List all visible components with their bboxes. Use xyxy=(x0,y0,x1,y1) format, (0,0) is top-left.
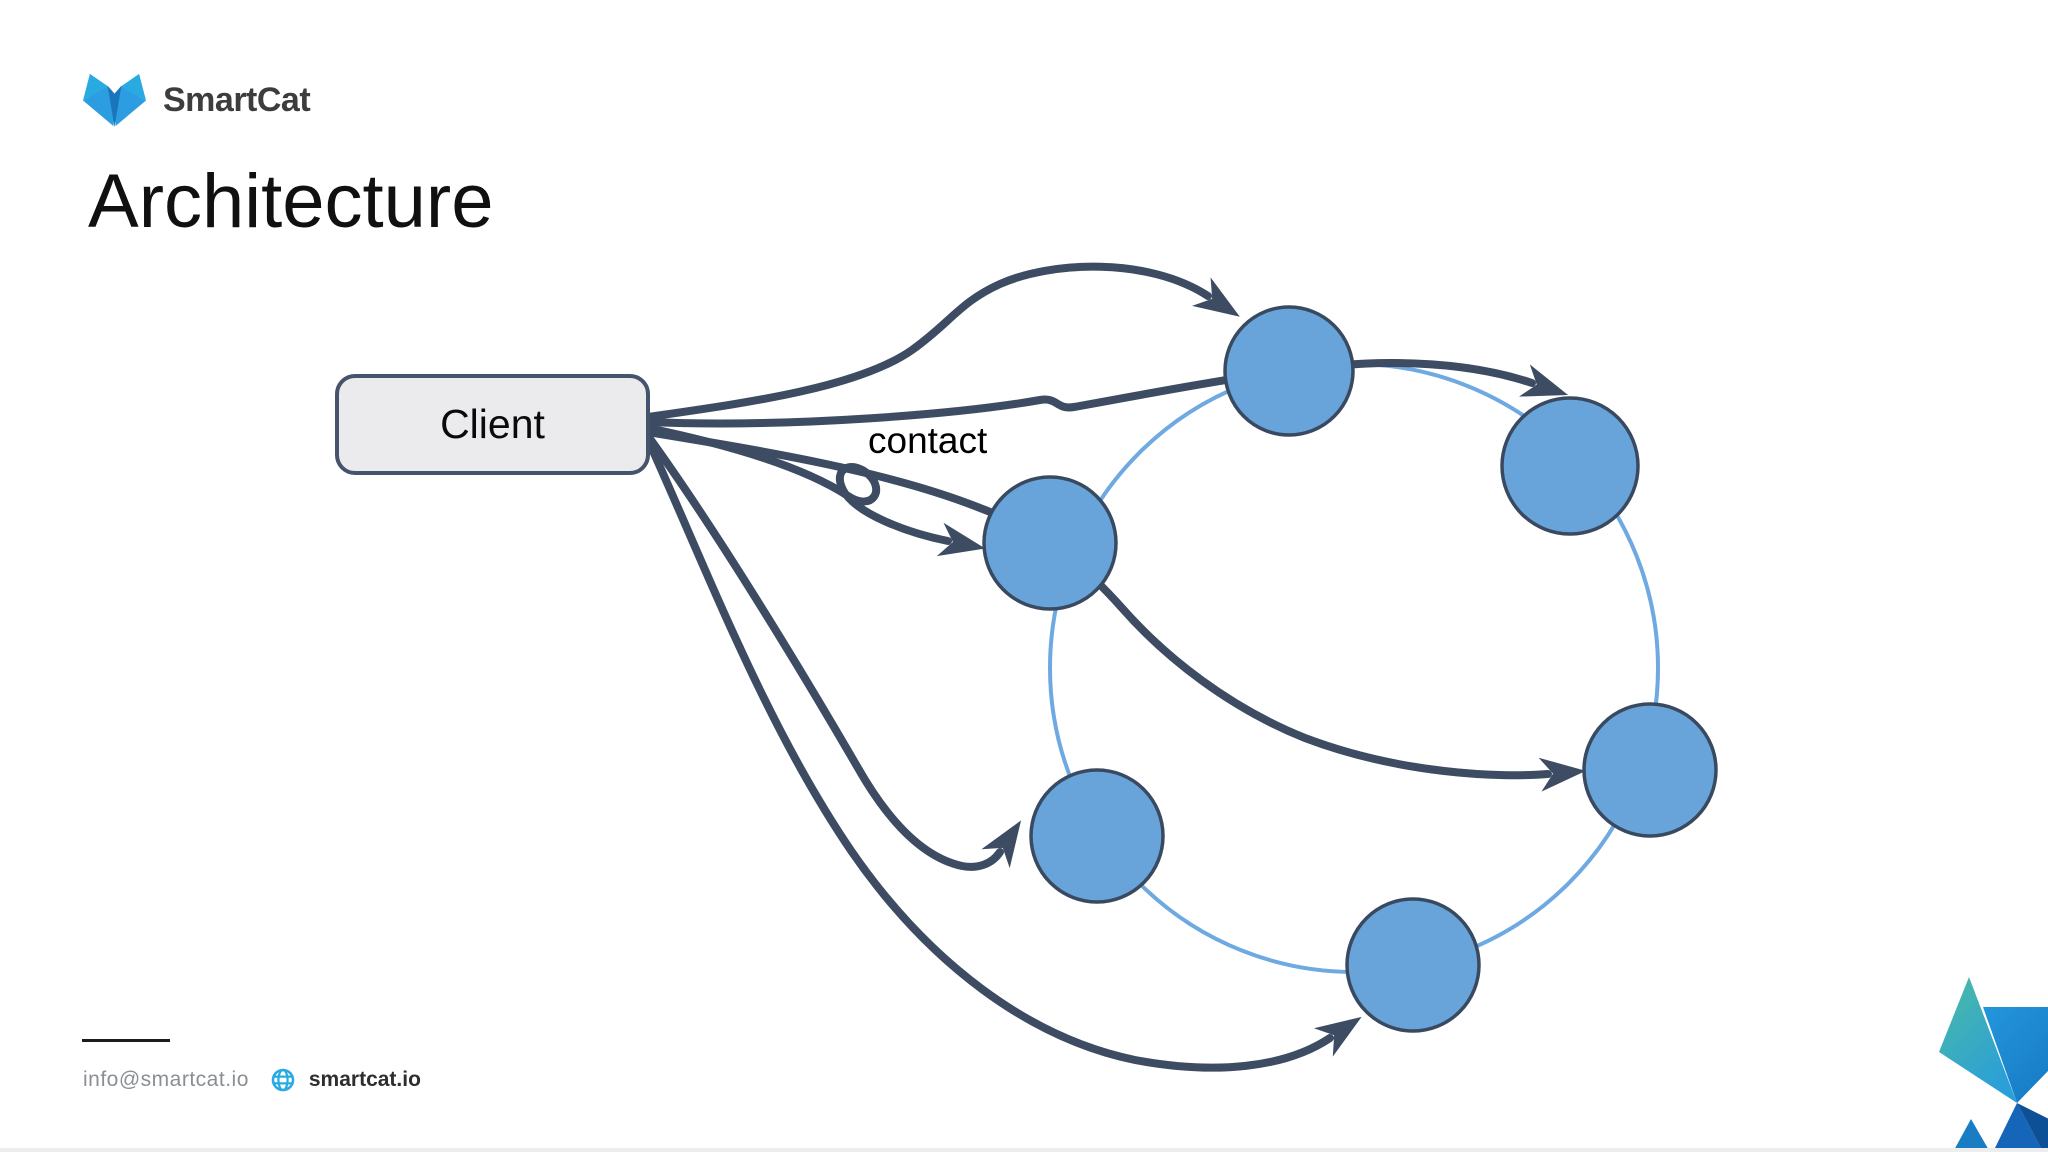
connection-client-to-bottom-left xyxy=(644,432,1022,871)
smartcat-corner-mark-icon xyxy=(1939,977,2048,1152)
page-title: Architecture xyxy=(88,159,494,244)
node-right xyxy=(1582,702,1718,838)
client-node-label: Client xyxy=(440,401,545,447)
slide-bottom-edge xyxy=(0,1148,2048,1152)
node-bottom xyxy=(1345,897,1481,1033)
footer: info@smartcat.io smartcat.io xyxy=(83,1068,421,1092)
connection-client-to-bottom xyxy=(644,436,1362,1072)
client-node: Client xyxy=(335,374,650,475)
brand-header: SmartCat xyxy=(83,72,311,129)
node-bottom-left xyxy=(1029,768,1165,904)
connection-client-to-top-right xyxy=(644,358,1569,428)
node-top xyxy=(1223,305,1355,437)
connection-client-to-right xyxy=(644,428,1586,792)
nodes-group xyxy=(982,305,1718,1033)
smartcat-logo-icon xyxy=(83,73,146,128)
brand-name: SmartCat xyxy=(163,81,311,119)
globe-icon xyxy=(271,1068,295,1092)
footer-website: smartcat.io xyxy=(308,1068,421,1091)
contact-edge-label: contact xyxy=(868,420,988,461)
connections-group xyxy=(644,262,1586,1072)
node-mid-left xyxy=(982,475,1118,611)
footer-email: info@smartcat.io xyxy=(83,1068,249,1091)
connection-client-to-top xyxy=(644,262,1240,421)
node-top-right xyxy=(1500,396,1640,536)
footer-rule xyxy=(82,1039,170,1042)
